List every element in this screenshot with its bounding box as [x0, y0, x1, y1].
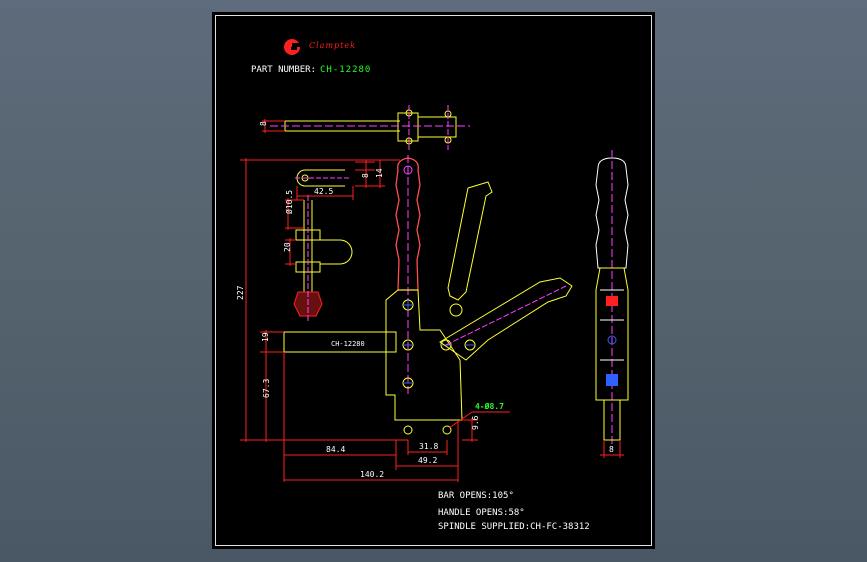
- body-label: CH-12280: [331, 340, 365, 348]
- dim-bar-thickness: 19: [261, 332, 270, 342]
- dim-top-bar: [262, 119, 285, 133]
- slot-detail: [295, 169, 350, 187]
- dim-total-height: 227: [236, 285, 245, 300]
- dim-slot-height: 14: [375, 168, 384, 178]
- dim-spindle-length: 20: [283, 242, 292, 252]
- dim-side-width: 8: [609, 445, 614, 454]
- dim-holes: 4-Ø8.7: [475, 401, 504, 411]
- dim-base-width: 49.2: [418, 456, 437, 465]
- dim-slot-width: 8: [361, 173, 370, 178]
- note-bar-opens: BAR OPENS:105°: [438, 491, 514, 501]
- dim-bottom: [283, 352, 510, 482]
- front-view-clamp: [283, 155, 573, 435]
- drawing-sheet: [212, 12, 655, 549]
- top-view-bar: [270, 105, 470, 150]
- dim-reach: 84.4: [326, 445, 345, 454]
- spindle: [293, 195, 353, 322]
- dim-base-thickness: 9.6: [471, 415, 480, 430]
- dim-spindle-diameter: Ø10.5: [284, 190, 294, 214]
- dim-slot-length: 42.5: [314, 187, 333, 196]
- dim-side: [600, 440, 624, 458]
- clamptek-logo-icon: [284, 39, 301, 55]
- note-spindle-supplied: SPINDLE SUPPLIED:CH-FC-38312: [438, 522, 590, 532]
- dim-overall-length: 140.2: [360, 470, 384, 479]
- note-handle-opens: HANDLE OPENS:58°: [438, 508, 525, 518]
- dim-slot: [296, 160, 385, 200]
- part-number-label: PART NUMBER:: [251, 65, 317, 75]
- dim-hole-spacing: 31.8: [419, 442, 438, 451]
- brand-name: Clamptek: [309, 41, 356, 50]
- dim-top-bar-text: 8: [259, 121, 268, 126]
- dim-base-height: 67.3: [262, 379, 271, 398]
- dim-spindle: [285, 198, 304, 266]
- dim-left: [240, 158, 408, 442]
- side-view-clamp: [595, 150, 629, 445]
- part-number-value: CH-12280: [320, 65, 372, 75]
